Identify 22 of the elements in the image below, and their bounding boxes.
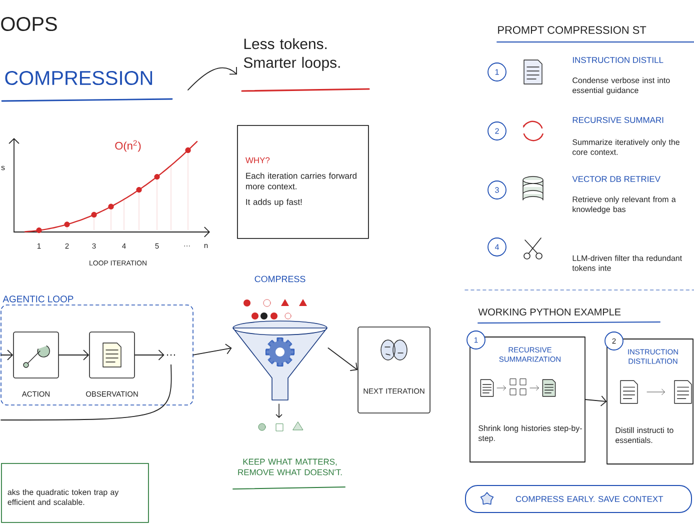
curve-label: O(n$^{2}$): [115, 140, 141, 152]
step-title: INSTRUCTION DISTILL: [572, 57, 664, 63]
arrow: [188, 66, 237, 90]
step-title: RECURSIVE SUMMARI: [572, 117, 664, 123]
section-heading: PROMPT COMPRESSION ST: [498, 26, 646, 34]
tagline: KEEP WHAT MATTERS, REMOVE WHAT DOESN'T.: [238, 458, 342, 476]
note-box: WHY? Each iteration carries forward more context. It adds up fast!: [237, 125, 369, 239]
node-label: AGENTIC LOOP: [2, 296, 74, 302]
ellipsis: …: [167, 354, 175, 356]
arrow: [328, 348, 358, 372]
arrow: [584, 396, 607, 406]
arrow: [134, 350, 164, 360]
banner: COMPRESS EARLY. SAVE CONTEXT: [465, 485, 692, 513]
tagline: Less tokens. Smarter loops.: [241, 38, 370, 92]
arrow: [58, 350, 90, 360]
section-heading: WORKING PYTHON EXAMPLE: [478, 308, 621, 316]
heading: COMPRESS: [254, 276, 306, 282]
step-title: VECTOR DB RETRIEV: [572, 176, 660, 182]
title: COMPRESSION: [5, 70, 152, 86]
title: OOPS: [1, 16, 57, 32]
arrow: [0, 350, 14, 360]
arrow: [192, 344, 232, 356]
